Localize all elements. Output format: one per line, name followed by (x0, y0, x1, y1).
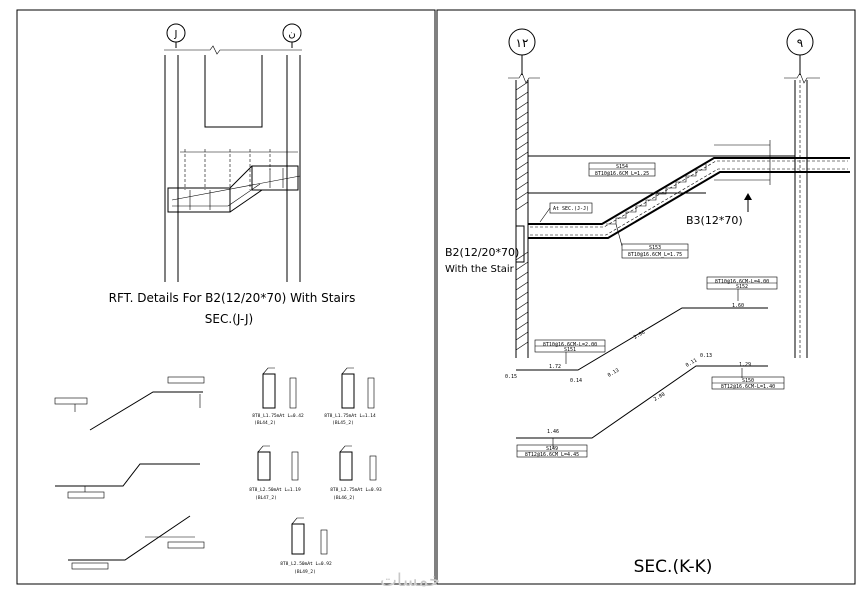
s150-bar: 8T12@16.6CM-L=1.40 (721, 384, 775, 390)
s150-id: S150 (742, 378, 754, 384)
s149-bar: 8T12@16.6CM_L=4.45 (525, 452, 579, 458)
dim-146: 1.46 (547, 429, 559, 435)
left-title: RFT. Details For B2(12/20*70) With Stair… (109, 291, 356, 305)
bar-detail-5: 8T8_L2.50mAt L=0.92 (BL49_2) (280, 517, 332, 575)
bar-ref-3: (BL47_2) (255, 495, 277, 501)
at-sec-text: At SEC.(J-J) (553, 206, 589, 212)
dim-129: 1.29 (739, 362, 751, 368)
bar-shape-1 (54, 376, 205, 431)
top-slab-dims (714, 140, 771, 185)
left-subtitle: SEC.(J-J) (205, 312, 253, 326)
bar-code-4: 8T8_L2.75mAt L=0.93 (330, 487, 382, 493)
left-panel: J ن (16, 9, 436, 585)
bar-code-2: 8T8_L1.75mAt L=1.14 (324, 413, 376, 419)
right-title: SEC.(K-K) (634, 557, 713, 577)
bar-code-5: 8T8_L2.50mAt L=0.92 (280, 561, 332, 567)
dim-011: 0.11 (685, 358, 698, 369)
dim-014: 0.14 (570, 378, 582, 384)
watermark: خمسات (380, 570, 440, 591)
section-jj-walls (164, 55, 301, 282)
s151-bar: 8T10@16.6CM-L=2.00 (543, 342, 597, 348)
s152-id: S152 (736, 284, 748, 290)
axis-label-right: ن (288, 29, 295, 40)
axis-label-left: J (174, 29, 178, 40)
dim-160: 1.60 (732, 303, 744, 309)
b2-label-sub: With the Stair (445, 264, 515, 275)
bar-shape-3 (68, 515, 205, 570)
wall-left-hatched (515, 80, 529, 358)
bar-detail-3: 8T8_L2.50mAt L=1.19 (BL47_2) (249, 445, 301, 501)
right-panel: ١٢ ٩ (436, 9, 856, 585)
bar-shape-2 (55, 463, 200, 499)
bar-ref-4: (BL46_2) (333, 495, 355, 501)
axis-label-9: ٩ (797, 36, 803, 50)
s154-id: S154 (616, 164, 628, 170)
label-s153: S153 8T10@16.6CM_L=1.75 (615, 223, 689, 259)
bar-ref-1: (BL44_2) (254, 420, 276, 426)
bar-ref-2: (BL45_2) (332, 420, 354, 426)
at-sec-label: At SEC.(J-J) (539, 202, 593, 223)
b3-marker: B3(12*70) (686, 193, 752, 227)
bar-detail-2: 8T8_L1.75mAt L=1.14 (BL45_2) (324, 367, 376, 426)
wall-right (794, 80, 808, 358)
b3-label: B3(12*70) (686, 214, 743, 227)
dim-015: 0.15 (505, 374, 517, 380)
axis-label-12: ١٢ (516, 36, 529, 50)
b2-label: B2(12/20*70) (445, 246, 519, 259)
left-panel-frame (16, 9, 436, 585)
bar-code-3: 8T8_L2.50mAt L=1.19 (249, 487, 301, 493)
s151-id: S151 (564, 347, 576, 353)
bar-detail-4: 8T8_L2.75mAt L=0.93 (BL46_2) (330, 445, 382, 501)
dim-013b: 0.13 (700, 353, 712, 359)
s153-bar: 8T10@16.6CM_L=1.75 (628, 252, 682, 258)
right-panel-frame (436, 9, 856, 585)
dim-280: 2.80 (653, 392, 666, 403)
bar-s150-s149: 0.11 0.13 1.29 S150 8T12@16.6CM-L=1.40 2… (516, 353, 785, 458)
bar-s152-s151: 8T10@16.6CM-L=4.00 S152 1.60 2.86 8T10@1… (505, 276, 778, 384)
bar-code-1: 8T8_L1.75mAt L=0.42 (252, 413, 304, 419)
s149-id: S149 (546, 446, 558, 452)
bar-detail-1: 8T8_L1.75mAt L=0.42 (BL44_2) (252, 367, 304, 426)
dim-013a: 0.13 (607, 368, 620, 379)
dimension-chain (180, 149, 298, 190)
dim-286: 2.86 (633, 330, 646, 341)
s152-bar: 8T10@16.6CM-L=4.00 (715, 279, 769, 285)
dim-172: 1.72 (549, 364, 561, 370)
stair-beam-b2 (167, 165, 301, 213)
stair-flight (515, 157, 850, 263)
s153-id: S153 (649, 245, 661, 251)
bar-ref-5: (BL49_2) (294, 569, 316, 575)
label-s154: S154 8T10@16.6CM_L=1.25 (588, 162, 656, 177)
s154-bar: 8T10@16.6CM_L=1.25 (595, 171, 649, 177)
